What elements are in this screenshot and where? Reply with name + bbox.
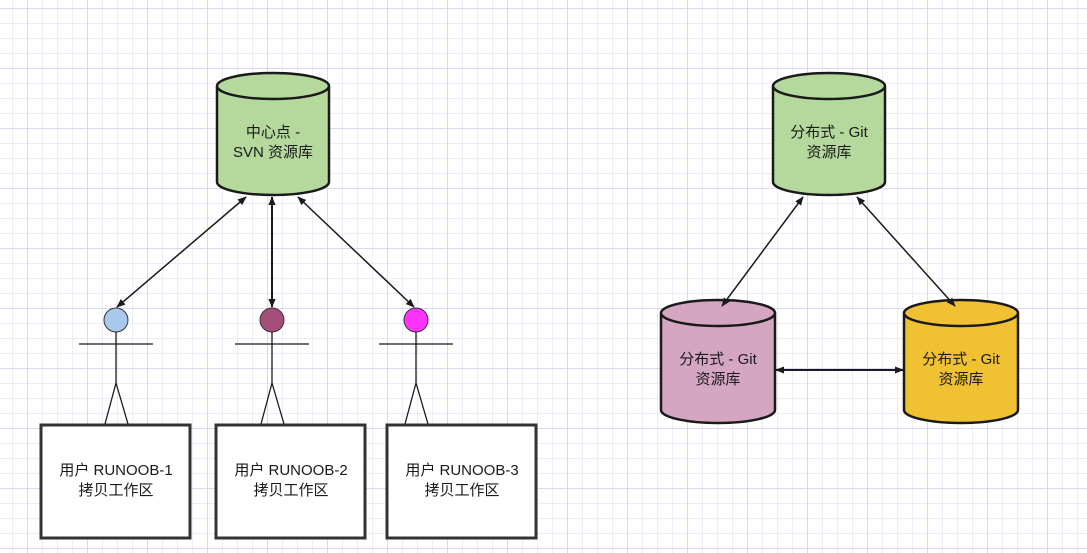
user1-working-copy: 拷贝工作区 [78,482,154,499]
connector-svn-user3[interactable] [297,196,415,308]
user2-label: 用户 RUNOOB-2 拷贝工作区 [234,461,347,501]
user2-stick-figure[interactable] [235,307,309,425]
git-repository-top-label: 分布式 - Git 资源库 [790,123,868,163]
user1-stick-figure[interactable] [79,307,153,425]
svn-repository-label-line2: SVN 资源库 [232,144,314,161]
git-repository-right-label-line1: 分布式 - Git [922,351,1000,368]
connector-git-top-right[interactable] [856,196,956,307]
user3-stick-figure[interactable] [379,307,453,425]
user1-working-copy-box[interactable] [39,423,192,540]
git-repository-left-label-line1: 分布式 - Git [679,351,757,368]
svn-repository-label-line1: 中心点 - [245,124,301,141]
user2-working-copy-box[interactable] [214,423,367,540]
user3-label: 用户 RUNOOB-3 拷贝工作区 [405,461,518,501]
svn-repository-cylinder[interactable] [215,71,331,197]
connector-svn-user1[interactable] [116,196,247,308]
user3-working-copy: 拷贝工作区 [424,482,500,499]
user2-name: 用户 RUNOOB-2 [234,462,348,479]
git-repository-top-cylinder[interactable] [771,71,887,197]
git-repository-right-label: 分布式 - Git 资源库 [922,350,1000,390]
git-repository-top-label-line1: 分布式 - Git [790,124,868,141]
user2-head-icon [259,307,285,333]
user3-name: 用户 RUNOOB-3 [405,462,519,479]
user1-label: 用户 RUNOOB-1 拷贝工作区 [59,461,172,501]
user1-name: 用户 RUNOOB-1 [59,462,173,479]
git-repository-top-label-line2: 资源库 [806,144,852,161]
user3-working-copy-box[interactable] [385,423,538,540]
user1-head-icon [103,307,129,333]
git-repository-left-label-line2: 资源库 [695,371,741,388]
svn-repository-label: 中心点 - SVN 资源库 [233,123,313,163]
user2-working-copy: 拷贝工作区 [253,482,329,499]
git-repository-left-label: 分布式 - Git 资源库 [679,350,757,390]
connector-git-top-left[interactable] [721,196,804,307]
user3-head-icon [403,307,429,333]
git-repository-right-label-line2: 资源库 [938,371,984,388]
